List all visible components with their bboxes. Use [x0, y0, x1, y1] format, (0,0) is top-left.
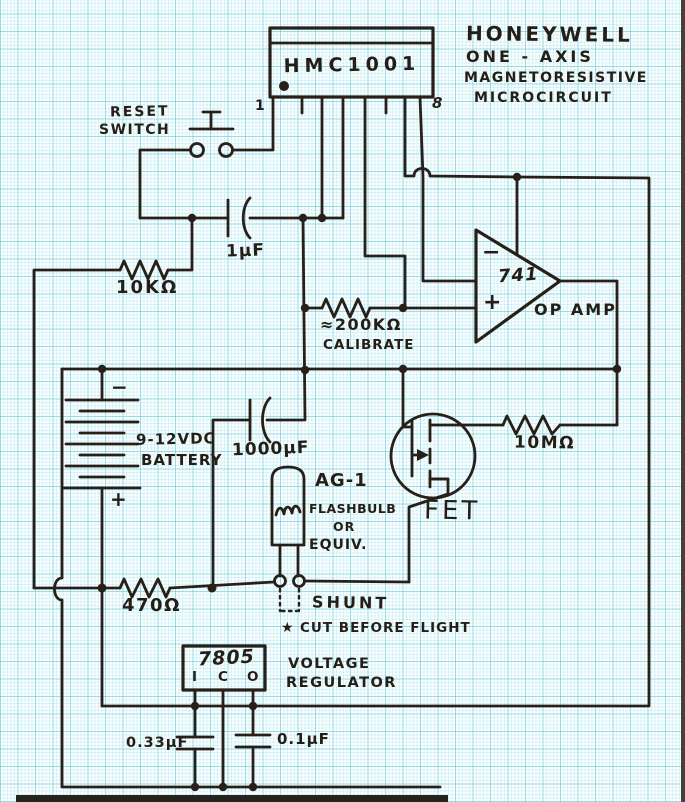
- shunt-label: SHUNT: [311, 592, 390, 613]
- fet: [389, 412, 477, 500]
- flashbulb-label3: OR: [333, 519, 356, 534]
- filament-squiggle: [274, 504, 302, 517]
- junction-dots: [97, 172, 622, 792]
- hmc1001-chip: [268, 26, 435, 99]
- title-line3: MAGNETORESISTIVE: [464, 70, 648, 86]
- scan-edge-bottom: [16, 795, 448, 802]
- title-line2: ONE - AXIS: [466, 47, 594, 66]
- charge-resistor-value: 10KΩ: [116, 277, 179, 298]
- scan-edge-right: [681, 0, 685, 802]
- shunt-note: CUT BEFORE FLIGHT: [300, 620, 471, 636]
- calibrate-value: ≈200KΩ: [320, 315, 402, 334]
- flashbulb: [270, 465, 306, 588]
- input-capacitor: [175, 704, 215, 789]
- opamp-plus-sign: +: [483, 290, 503, 315]
- output-cap-value: 0.1μF: [277, 730, 330, 748]
- flashbulb-label1: AG-1: [315, 470, 368, 491]
- reset-switch-label2: SWITCH: [99, 122, 171, 138]
- regulator-pin-o: O: [247, 669, 260, 685]
- regulator-part: 7805: [197, 645, 256, 671]
- battery-plus-sign: +: [110, 487, 128, 511]
- flashbulb-label4: EQUIV.: [309, 537, 368, 553]
- shunt-wire: [278, 587, 301, 613]
- regulator-pin-c: C: [218, 669, 229, 685]
- calibrate-label: CALIBRATE: [323, 337, 415, 353]
- reset-switch: [188, 110, 235, 158]
- regulator-pin-i: I: [192, 669, 199, 685]
- regulator-label2: REGULATOR: [286, 675, 397, 691]
- title-line4: MICROCIRCUIT: [474, 90, 613, 106]
- pin1-marker-dot: [279, 81, 289, 91]
- reset-switch-label1: RESET: [109, 103, 170, 121]
- chip-pin8-number: 8: [432, 94, 444, 112]
- opamp-part: 741: [497, 263, 540, 288]
- battery-value: 9-12VDC: [135, 429, 216, 449]
- series-resistor: [118, 577, 172, 599]
- bulk-cap-value: 1000μF: [231, 437, 310, 461]
- regulator-label1: VOLTAGE: [288, 656, 371, 672]
- sr-capacitor: [226, 196, 252, 240]
- flashbulb-label2: FLASHBULB: [309, 501, 397, 516]
- series-resistor-value: 470Ω: [122, 595, 181, 616]
- opamp-label: OP AMP: [534, 300, 617, 319]
- opamp-741: [474, 228, 562, 344]
- input-cap-value: 0.33μF: [126, 735, 189, 751]
- shunt-star: ★: [281, 620, 295, 636]
- feedback-resistor: [501, 414, 562, 436]
- charge-resistor: [118, 259, 170, 281]
- fet-label: FET: [423, 495, 481, 527]
- feedback-resistor-value: 10MΩ: [513, 432, 576, 454]
- chip-pin1-number: 1: [255, 98, 266, 114]
- chip-part-label: HMC1001: [283, 52, 421, 78]
- output-capacitor: [234, 704, 272, 789]
- bulk-capacitor: [211, 396, 305, 590]
- fet-arrow: [417, 449, 429, 461]
- opamp-minus-sign: −: [482, 240, 502, 265]
- battery: [62, 367, 142, 490]
- title-line1: HONEYWELL: [465, 21, 633, 47]
- sr-cap-value: 1μF: [225, 240, 266, 262]
- battery-minus-sign: −: [111, 375, 129, 399]
- battery-label: BATTERY: [141, 451, 223, 469]
